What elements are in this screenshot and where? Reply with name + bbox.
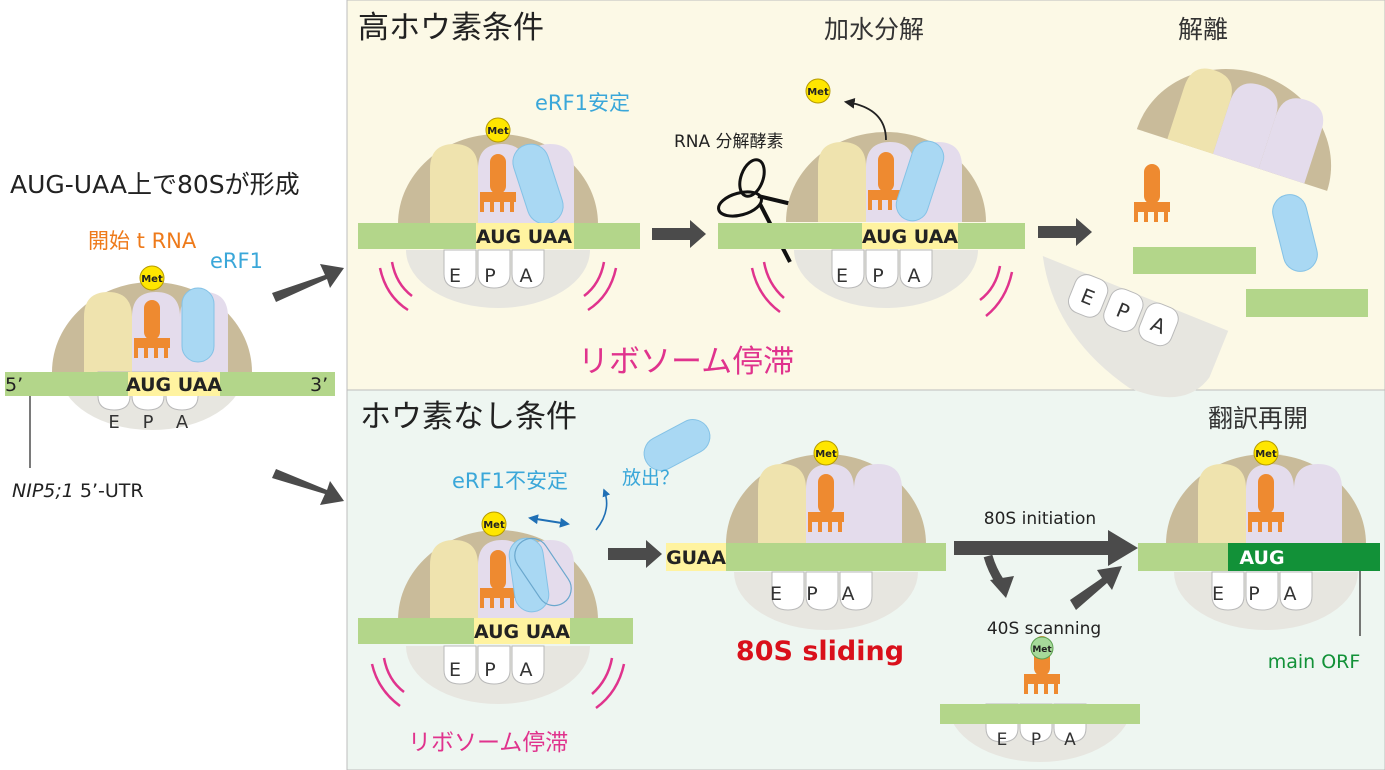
arrow-to-hydrolysis bbox=[652, 220, 706, 248]
svg-text:Met: Met bbox=[483, 520, 505, 531]
release-question: 放出？ bbox=[622, 467, 679, 489]
met-badge-released bbox=[805, 78, 831, 104]
erf1-shape bbox=[895, 140, 945, 222]
svg-text:E: E bbox=[449, 659, 461, 681]
mrna-strand bbox=[940, 704, 1140, 724]
svg-text:P: P bbox=[806, 583, 817, 605]
erf1-free bbox=[1272, 194, 1318, 272]
svg-text:P: P bbox=[484, 659, 495, 681]
met-badge bbox=[485, 117, 511, 143]
svg-text:A: A bbox=[908, 265, 921, 287]
aug-label: AUG bbox=[1239, 547, 1284, 569]
arrow-to-dissociation bbox=[1038, 218, 1092, 246]
svg-text:Met: Met bbox=[1032, 645, 1052, 655]
no-boron-title: ホウ素なし条件 bbox=[360, 399, 577, 435]
arrow-to-sliding bbox=[608, 540, 662, 568]
codons-label: AUG UAA bbox=[862, 226, 958, 248]
erf1-shape bbox=[512, 143, 564, 225]
codons-label: AUG UAA bbox=[126, 374, 222, 396]
sliding-label: 80S sliding bbox=[736, 636, 904, 667]
release-arrow-blue bbox=[595, 488, 611, 531]
arrow-80s-initiation bbox=[954, 530, 1138, 566]
guaa-label: GUAA bbox=[666, 547, 726, 569]
stall-label-high: リボソーム停滞 bbox=[578, 344, 794, 380]
svg-text:E: E bbox=[1212, 583, 1224, 605]
hydrolysis-label: 加水分解 bbox=[824, 15, 924, 44]
initiation-label: 80S initiation bbox=[984, 509, 1096, 529]
arrow-from-scanning bbox=[1070, 566, 1122, 610]
dissociation-label: 解離 bbox=[1178, 15, 1228, 44]
svg-text:Met: Met bbox=[141, 274, 163, 285]
five-prime-label: 5’ bbox=[5, 374, 23, 396]
guaa-highlight bbox=[666, 543, 726, 571]
rnase-label: RNA 分解酵素 bbox=[674, 132, 784, 152]
erf1-ghost bbox=[514, 537, 572, 607]
arrow-to-no-boron bbox=[272, 469, 344, 505]
vibration-marks bbox=[370, 657, 626, 710]
vibration-marks bbox=[750, 261, 1014, 317]
mrna-fragment bbox=[1133, 247, 1256, 274]
high-boron-title: 高ホウ素条件 bbox=[358, 10, 544, 46]
svg-text:Met: Met bbox=[807, 87, 829, 98]
erf1-shape bbox=[181, 287, 215, 363]
erf1-label: eRF1 bbox=[210, 249, 263, 273]
mrna-fragment bbox=[1246, 289, 1368, 317]
erf1-released bbox=[643, 419, 711, 471]
small-subunit-dissociated: E P A bbox=[1042, 255, 1229, 398]
svg-text:Met: Met bbox=[815, 449, 837, 460]
met-badge bbox=[139, 265, 165, 291]
svg-text:P: P bbox=[1248, 583, 1259, 605]
svg-text:Met: Met bbox=[1255, 449, 1277, 460]
scanning-label: 40S scanning bbox=[987, 619, 1101, 639]
svg-text:A: A bbox=[520, 265, 533, 287]
three-prime-label: 3’ bbox=[310, 374, 328, 396]
met-badge bbox=[813, 440, 839, 466]
svg-text:E: E bbox=[997, 730, 1008, 750]
codons-label: AUG UAA bbox=[476, 226, 572, 248]
erf1-unstable-label: eRF1不安定 bbox=[452, 469, 568, 493]
wobble-arrow bbox=[528, 514, 570, 528]
svg-text:A: A bbox=[1284, 583, 1297, 605]
svg-text:E: E bbox=[108, 412, 119, 433]
main-orf-strand bbox=[1228, 543, 1380, 571]
initiator-trna-label: 開始 t RNA bbox=[88, 229, 197, 253]
svg-text:A: A bbox=[176, 412, 189, 433]
svg-text:P: P bbox=[1031, 730, 1041, 750]
met-badge-scanning bbox=[1030, 636, 1054, 660]
erf1-stable-label: eRF1安定 bbox=[535, 91, 630, 115]
left-title: AUG-UAA上で80Sが形成 bbox=[10, 170, 300, 199]
svg-text:A: A bbox=[1064, 730, 1076, 750]
svg-text:P: P bbox=[143, 412, 154, 433]
utr-label: NIP5;1 5’-UTR bbox=[12, 480, 144, 502]
svg-text:A: A bbox=[842, 583, 855, 605]
main-orf-label: main ORF bbox=[1268, 651, 1361, 673]
met-badge bbox=[1253, 440, 1279, 466]
release-arrow bbox=[843, 97, 887, 141]
svg-text:P: P bbox=[484, 265, 495, 287]
codons-label: AUG UAA bbox=[474, 621, 570, 643]
svg-text:A: A bbox=[520, 659, 533, 681]
svg-text:Met: Met bbox=[487, 126, 509, 137]
svg-text:P: P bbox=[872, 265, 883, 287]
stall-label-no-boron: リボソーム停滞 bbox=[408, 730, 568, 756]
erf1-shape bbox=[508, 537, 550, 613]
arrow-to-high-boron bbox=[272, 264, 344, 302]
svg-text:E: E bbox=[836, 265, 848, 287]
vibration-marks bbox=[378, 261, 618, 312]
met-badge bbox=[481, 511, 507, 537]
resume-label: 翻訳再開 bbox=[1208, 404, 1308, 433]
svg-text:E: E bbox=[449, 265, 461, 287]
svg-text:E: E bbox=[770, 583, 782, 605]
